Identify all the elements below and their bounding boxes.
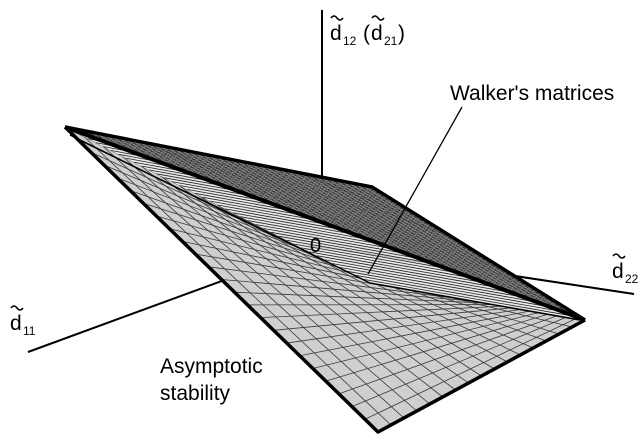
d11-tilde <box>10 305 24 311</box>
d11-axis-label: d 11 <box>10 305 36 338</box>
asymptotic-stability-label-line1: Asymptotic <box>160 355 263 378</box>
d11-symbol: d <box>10 312 22 335</box>
d22-tilde <box>612 253 626 259</box>
origin-label: 0 <box>310 235 321 257</box>
svg-text:): ) <box>398 22 405 45</box>
d22-axis-label: d 22 <box>612 253 639 286</box>
surface-outlines <box>63 125 586 434</box>
walker-matrices-label: Walker's matrices <box>450 82 614 105</box>
asymptotic-stability-label-line2: stability <box>160 382 231 405</box>
walker-leader-line <box>367 106 463 275</box>
d12-axis-label: d 12 ( d 21 ) <box>330 15 405 48</box>
d21-tilde <box>371 15 385 21</box>
svg-text:(: ( <box>363 22 370 45</box>
d12-tilde <box>330 15 344 21</box>
d12-symbol: d <box>330 22 342 45</box>
d22-symbol: d <box>612 260 624 283</box>
d12-subscript: 12 <box>343 34 357 48</box>
d11-subscript: 11 <box>23 324 36 338</box>
d21-symbol: d <box>371 22 383 45</box>
d22-subscript: 22 <box>625 272 639 286</box>
d21-subscript: 21 <box>384 34 398 48</box>
